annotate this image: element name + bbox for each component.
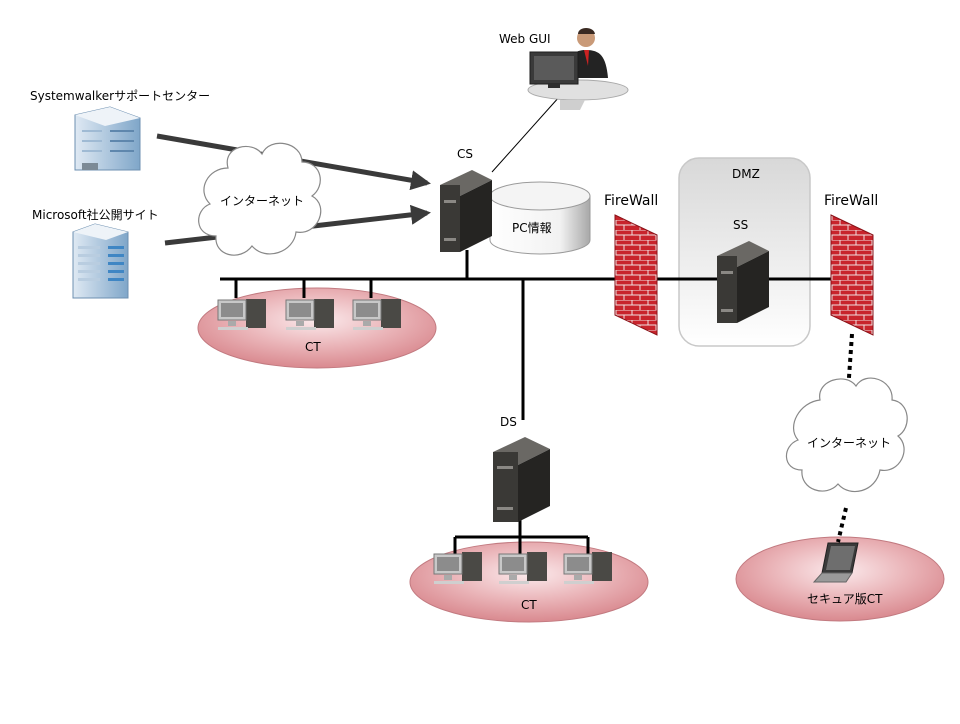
ct-left-pc-1-icon bbox=[217, 299, 266, 330]
support-center-building-icon bbox=[74, 106, 141, 171]
dmz-label: DMZ bbox=[732, 167, 760, 181]
ct-bottom-label: CT bbox=[521, 598, 537, 612]
internet-cloud-right-icon bbox=[785, 377, 908, 493]
web-gui-user-icon bbox=[527, 28, 629, 110]
microsoft-site-label: Microsoft社公開サイト bbox=[32, 208, 159, 222]
ct-bottom-pc-1-icon bbox=[433, 552, 482, 584]
cs-label: CS bbox=[457, 147, 473, 161]
microsoft-building-icon bbox=[72, 223, 129, 299]
webgui-link bbox=[491, 95, 561, 173]
internet-cloud-left-icon bbox=[198, 142, 322, 256]
internet-right-label: インターネット bbox=[807, 436, 892, 450]
pc-info-label: PC情報 bbox=[512, 221, 552, 235]
web-gui-label: Web GUI bbox=[499, 32, 551, 46]
ds-server-icon bbox=[493, 437, 550, 522]
secure-ct-laptop-icon bbox=[812, 542, 859, 583]
ct-bottom-pc-2-icon bbox=[498, 552, 547, 584]
firewall-right-icon bbox=[830, 214, 874, 336]
secure-ct-label: セキュア版CT bbox=[807, 592, 883, 606]
internet-left-label: インターネット bbox=[220, 194, 305, 208]
pc-info-database-icon bbox=[489, 181, 591, 255]
ct-left-label: CT bbox=[305, 340, 321, 354]
ct-left-pc-3-icon bbox=[352, 299, 401, 330]
ds-label: DS bbox=[500, 415, 517, 429]
ss-label: SS bbox=[733, 218, 749, 232]
support-center-label: Systemwalkerサポートセンター bbox=[30, 89, 211, 103]
firewall-right-label: FireWall bbox=[824, 193, 879, 209]
ct-left-pc-2-icon bbox=[285, 299, 334, 330]
cs-server-icon bbox=[440, 170, 492, 252]
internet-laptop-dotted bbox=[836, 507, 848, 543]
ct-bottom-pc-3-icon bbox=[563, 552, 612, 584]
ss-server-icon bbox=[717, 241, 769, 323]
firewall-left-label: FireWall bbox=[604, 193, 659, 209]
firewall-left-icon bbox=[614, 214, 658, 336]
